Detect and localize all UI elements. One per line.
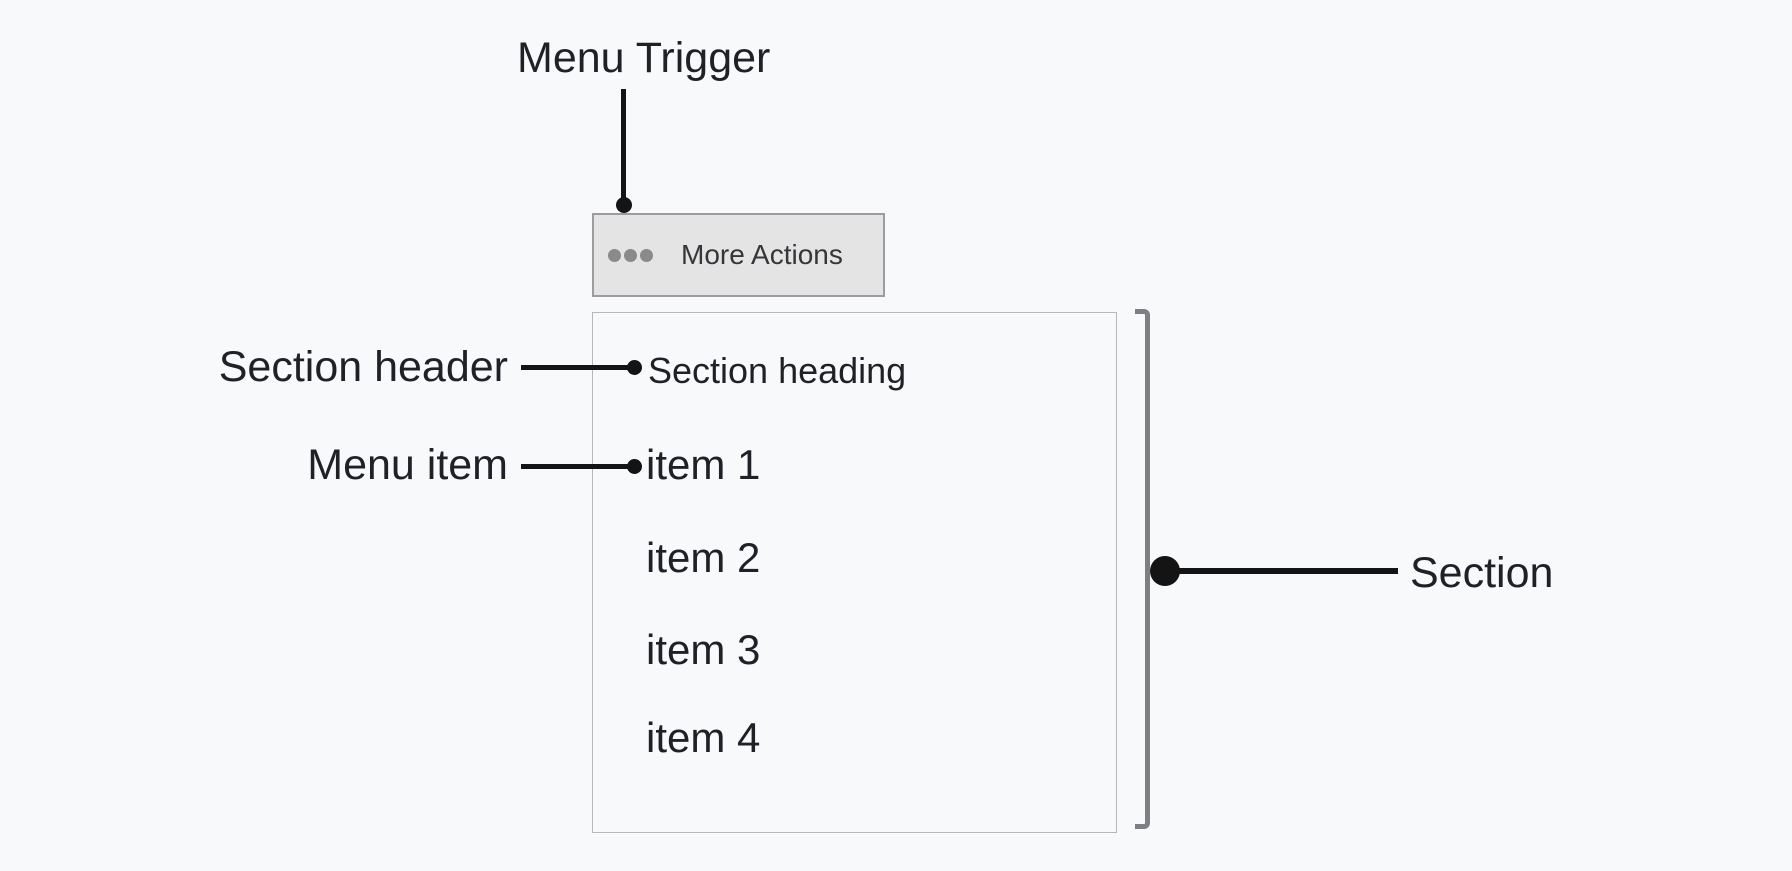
ellipsis-dot bbox=[608, 248, 621, 262]
menu-popup: Section heading item 1 item 2 item 3 ite… bbox=[592, 312, 1117, 833]
section-header-annotation-label: Section header bbox=[218, 343, 508, 391]
menu-item-callout-line bbox=[521, 464, 635, 469]
ellipsis-icon bbox=[608, 248, 653, 262]
more-actions-button[interactable]: More Actions bbox=[592, 213, 885, 297]
menu-trigger-callout-line bbox=[621, 89, 626, 201]
menu-item-callout-dot bbox=[627, 459, 642, 474]
menu-trigger-annotation-label: Menu Trigger bbox=[517, 34, 771, 82]
menu-item-1[interactable]: item 1 bbox=[646, 441, 761, 488]
menu-item-4[interactable]: item 4 bbox=[646, 714, 761, 761]
more-actions-button-label: More Actions bbox=[681, 239, 843, 270]
section-annotation-label: Section bbox=[1410, 549, 1554, 597]
ellipsis-dot bbox=[640, 248, 653, 262]
section-header-callout-dot bbox=[627, 360, 642, 375]
menu-section-heading: Section heading bbox=[648, 350, 907, 391]
ellipsis-dot bbox=[624, 248, 637, 262]
menu-trigger-callout-dot bbox=[616, 197, 632, 213]
section-callout-line bbox=[1165, 568, 1398, 574]
menu-item-annotation-label: Menu item bbox=[307, 441, 508, 489]
menu-item-2[interactable]: item 2 bbox=[646, 534, 761, 581]
menu-item-3[interactable]: item 3 bbox=[646, 626, 761, 673]
section-header-callout-line bbox=[521, 365, 635, 370]
section-bracket bbox=[1135, 309, 1150, 829]
